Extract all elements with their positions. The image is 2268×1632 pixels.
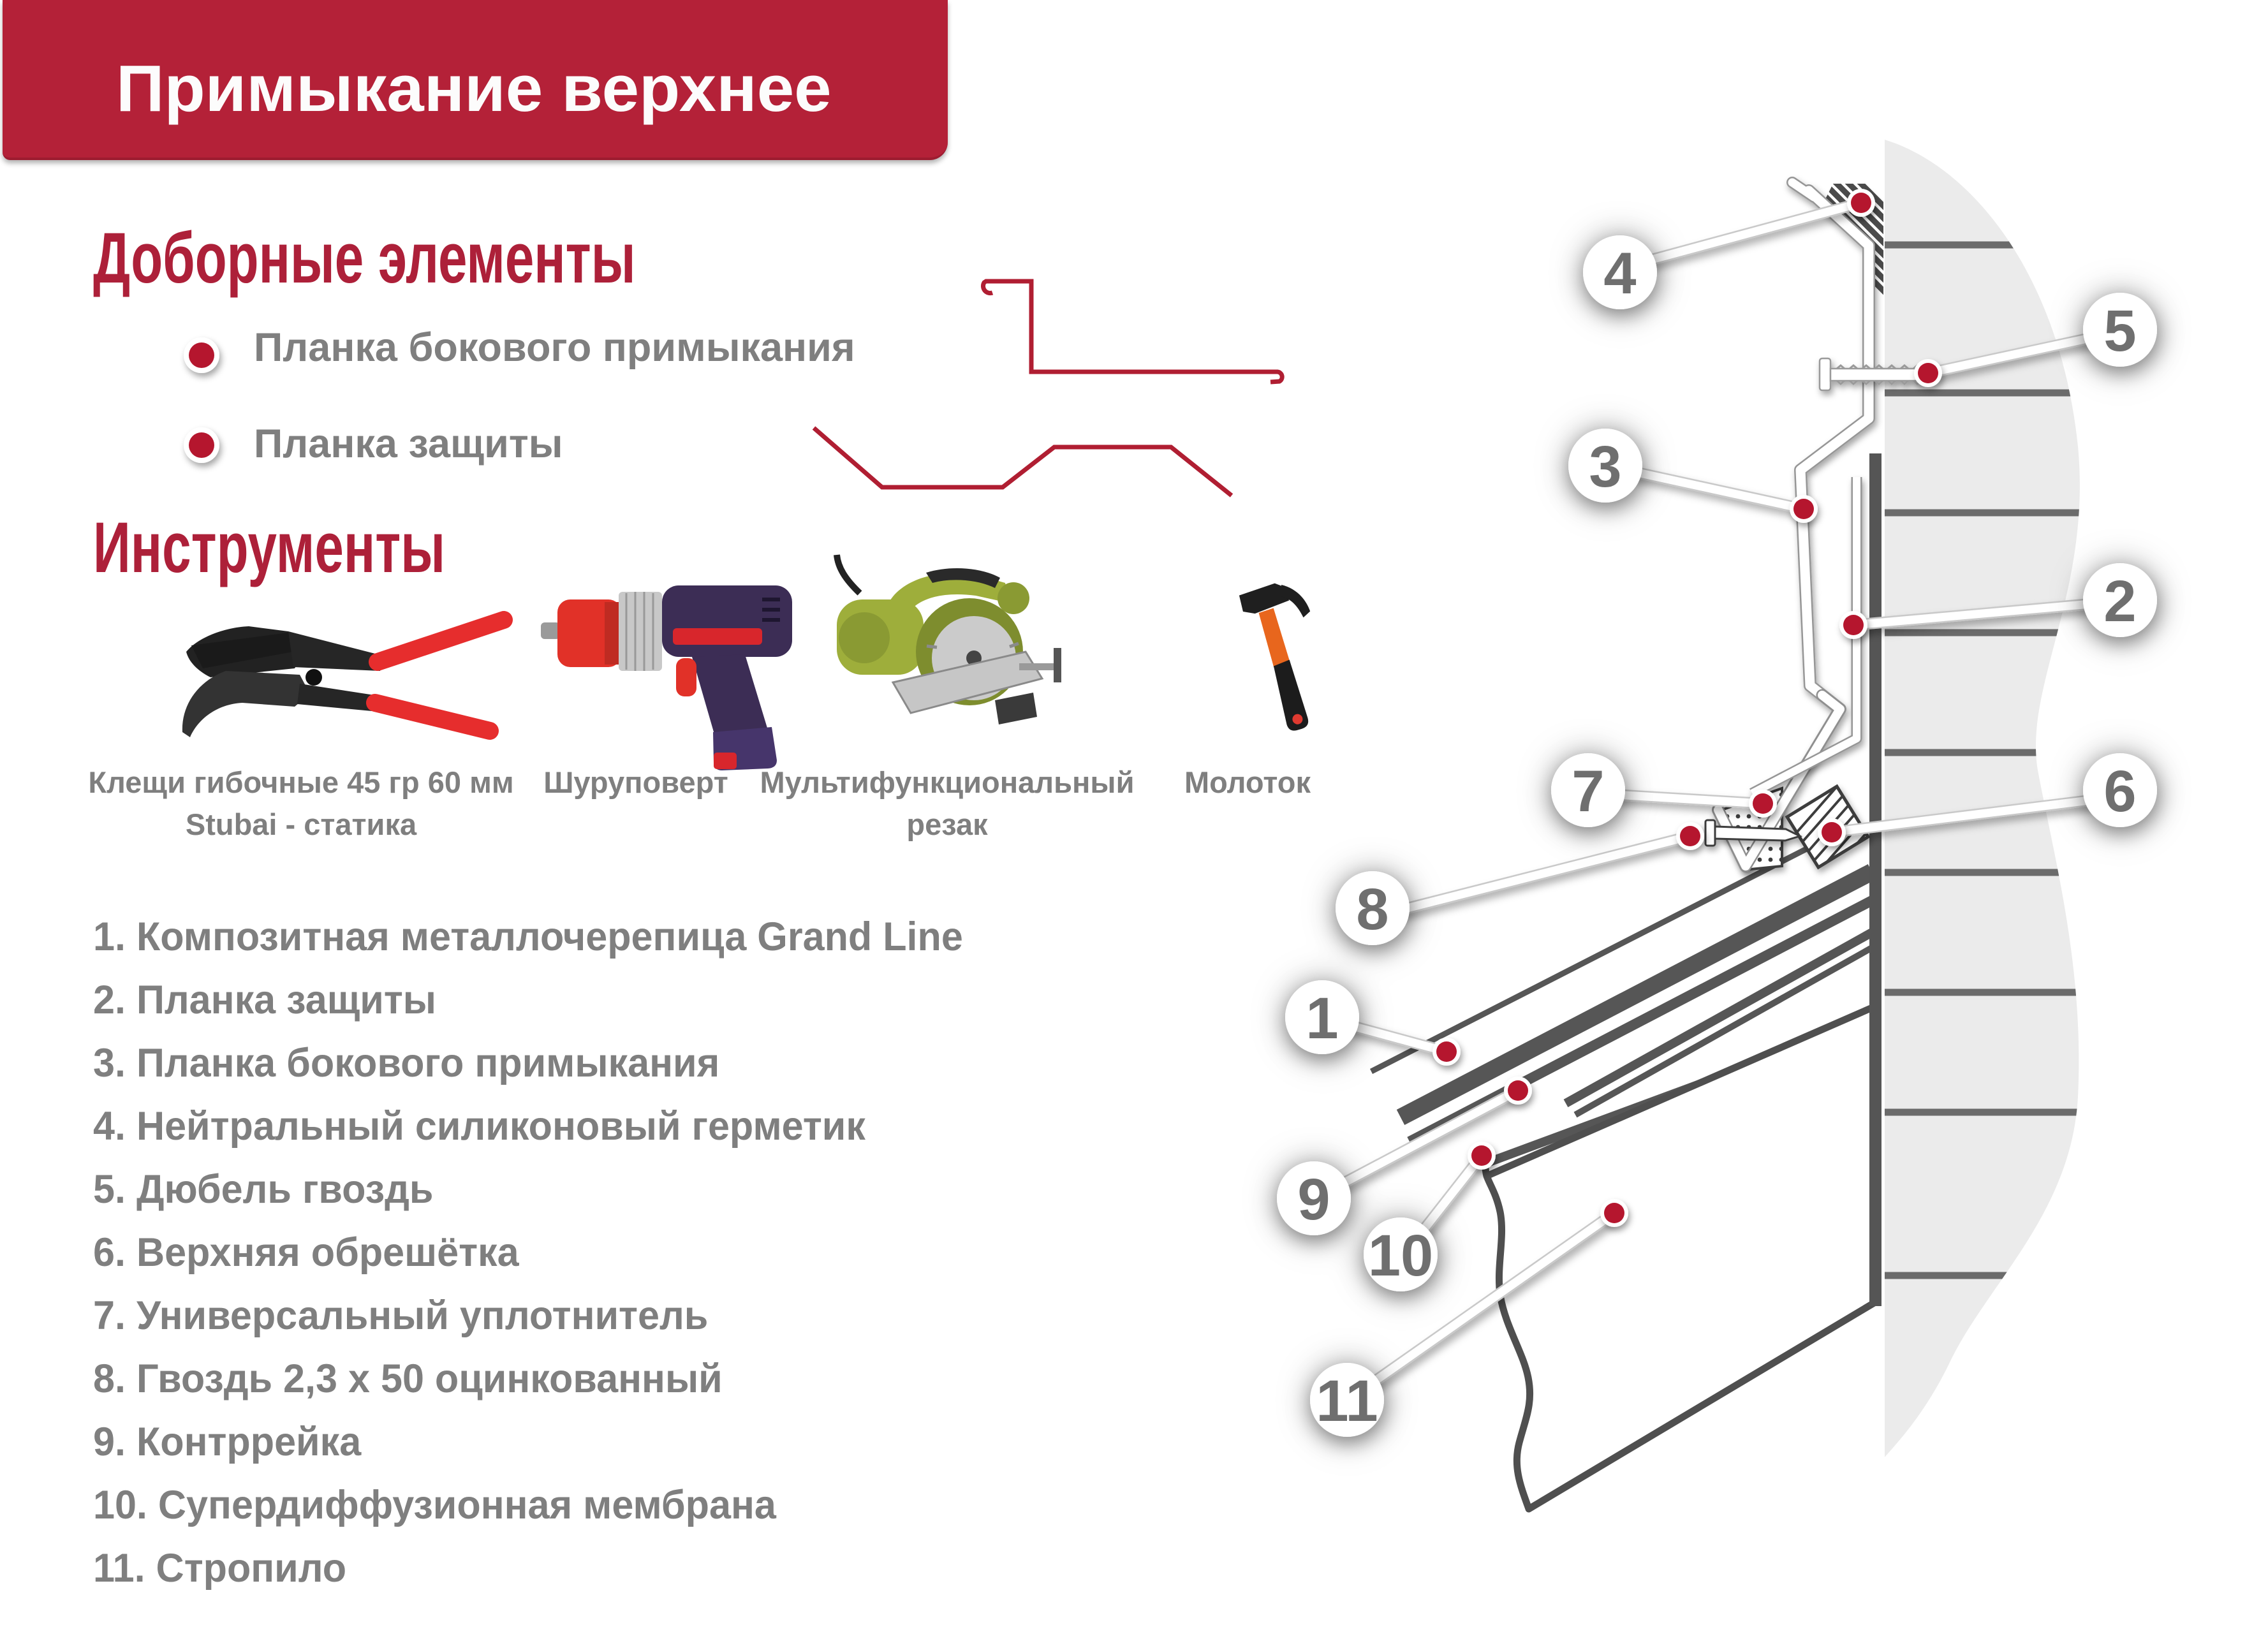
svg-text:5: 5 [2103, 298, 2136, 364]
svg-text:6: 6 [2103, 759, 2136, 824]
svg-text:4: 4 [1603, 241, 1636, 306]
svg-text:10: 10 [1368, 1223, 1433, 1288]
svg-text:1: 1 [1306, 986, 1338, 1051]
svg-text:11: 11 [1316, 1369, 1378, 1434]
svg-text:8: 8 [1356, 877, 1388, 942]
svg-text:9: 9 [1297, 1167, 1330, 1232]
svg-text:2: 2 [2103, 569, 2136, 634]
svg-text:7: 7 [1572, 759, 1604, 824]
svg-text:3: 3 [1589, 434, 1621, 499]
